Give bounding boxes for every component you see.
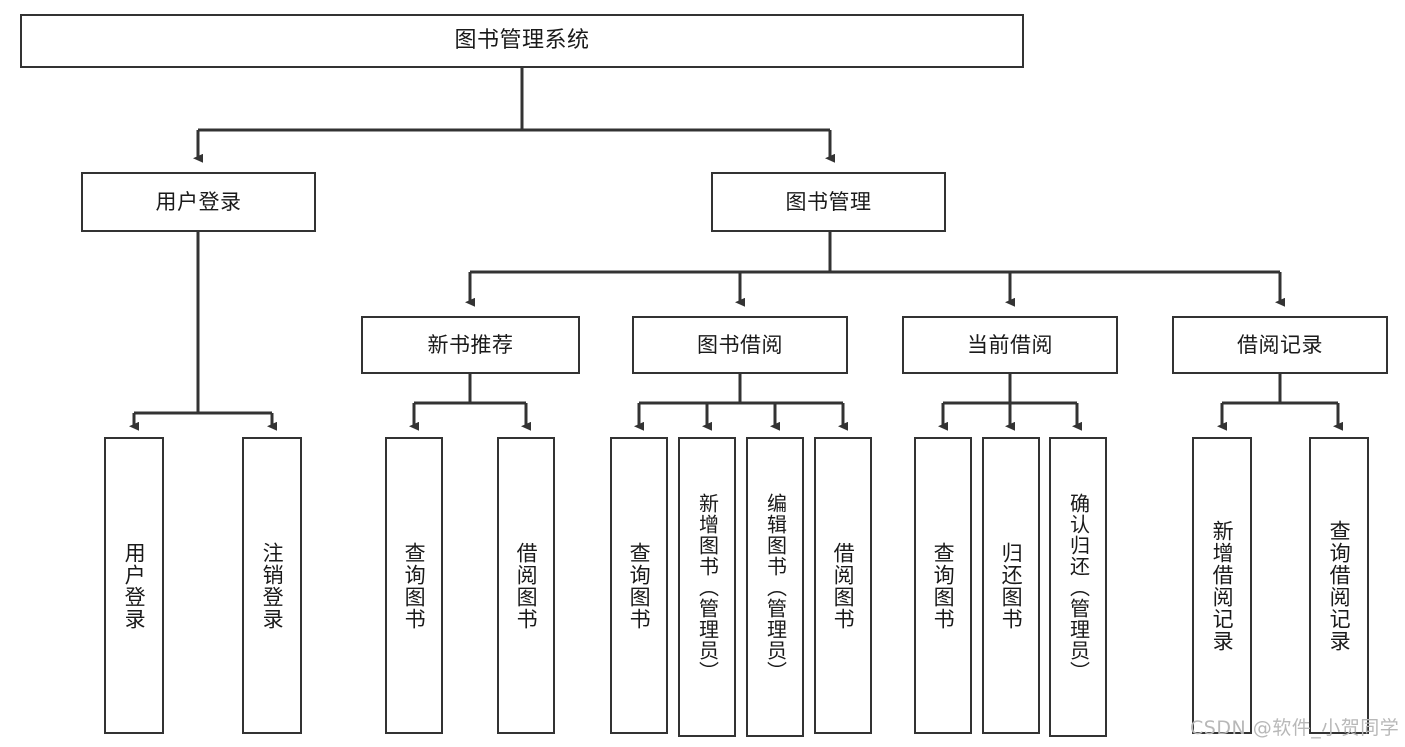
watermark-text: CSDN @软件_小贺同学 [1190, 717, 1400, 739]
leaf-label: 查询图书 [402, 541, 427, 630]
leaf-label: 借阅图书 [514, 541, 539, 630]
leaf-query-book-borrow[interactable]: 查询图书 [610, 437, 668, 734]
node-label: 借阅记录 [1237, 332, 1323, 357]
node-current-borrow[interactable]: 当前借阅 [902, 316, 1118, 374]
leaf-label: 借阅图书 [831, 541, 856, 630]
leaf-label: 查询图书 [627, 541, 652, 630]
node-label: 新书推荐 [427, 332, 514, 357]
node-label: 图书借阅 [697, 332, 783, 357]
node-borrow-record[interactable]: 借阅记录 [1172, 316, 1388, 374]
leaf-label: 查询图书 [931, 541, 956, 630]
leaf-label: 注销登录 [260, 541, 285, 630]
node-label: 图书管理系统 [454, 28, 590, 54]
leaf-return-book[interactable]: 归还图书 [982, 437, 1040, 734]
node-label: 当前借阅 [967, 332, 1053, 357]
leaf-add-book-admin[interactable]: 新增图书（管理员） [678, 437, 736, 737]
leaf-confirm-return-admin[interactable]: 确认归还（管理员） [1049, 437, 1107, 737]
node-new-book-recommend[interactable]: 新书推荐 [361, 316, 580, 374]
node-label: 图书管理 [785, 189, 872, 214]
node-book-borrow[interactable]: 图书借阅 [632, 316, 848, 374]
leaf-label: 用户登录 [122, 541, 147, 630]
leaf-label: 新增图书（管理员） [695, 492, 720, 682]
leaf-label: 确认归还（管理员） [1066, 492, 1091, 682]
leaf-label: 查询借阅记录 [1327, 519, 1352, 652]
leaf-label: 编辑图书（管理员） [763, 492, 788, 682]
leaf-edit-book-admin[interactable]: 编辑图书（管理员） [746, 437, 804, 737]
node-book-management[interactable]: 图书管理 [711, 172, 946, 232]
leaf-logout-login[interactable]: 注销登录 [242, 437, 302, 734]
leaf-borrow-book[interactable]: 借阅图书 [814, 437, 872, 734]
node-user-login[interactable]: 用户登录 [81, 172, 316, 232]
leaf-user-login[interactable]: 用户登录 [104, 437, 164, 734]
node-label: 用户登录 [155, 189, 242, 214]
leaf-query-borrow-record[interactable]: 查询借阅记录 [1309, 437, 1369, 734]
leaf-label: 新增借阅记录 [1210, 519, 1235, 652]
leaf-borrow-book-recommend[interactable]: 借阅图书 [497, 437, 555, 734]
leaf-query-book-recommend[interactable]: 查询图书 [385, 437, 443, 734]
leaf-label: 归还图书 [999, 541, 1024, 630]
node-root-system[interactable]: 图书管理系统 [20, 14, 1024, 68]
leaf-add-borrow-record[interactable]: 新增借阅记录 [1192, 437, 1252, 734]
leaf-query-book-current[interactable]: 查询图书 [914, 437, 972, 734]
